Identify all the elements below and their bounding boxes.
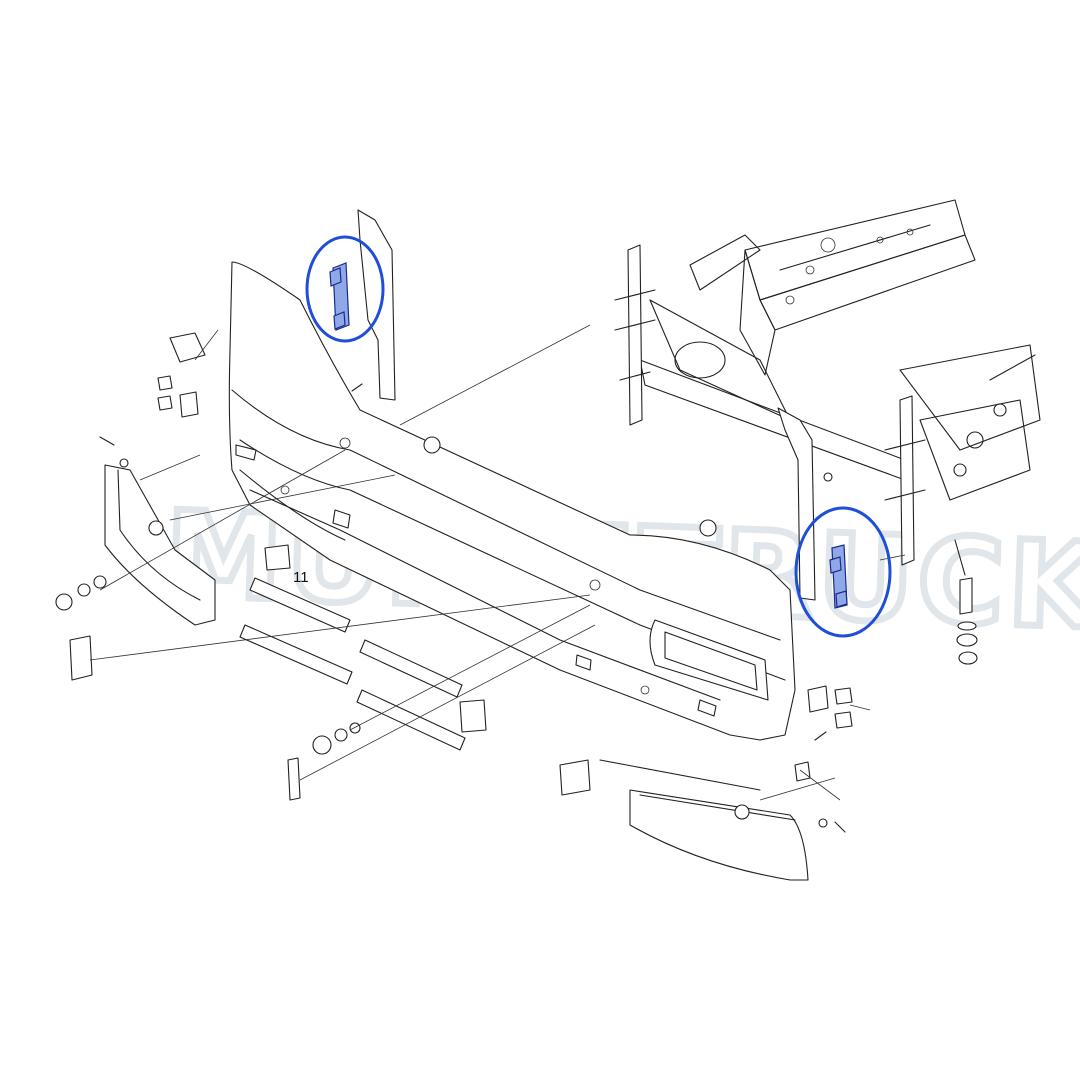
step-plate-2	[239, 624, 353, 685]
assembly-leader-lines	[89, 324, 906, 801]
mounting-bracket-right	[884, 395, 926, 566]
cover-cap-lower-mid	[287, 699, 591, 801]
chassis-frame	[639, 199, 1041, 501]
bumper-main-body	[228, 261, 796, 791]
step-plate-3	[359, 639, 463, 698]
cover-cap-lower-left	[69, 635, 93, 681]
clip-pad-left	[264, 544, 291, 571]
cover-cap-upper-left	[157, 332, 206, 418]
highlight-circle-upper	[305, 235, 385, 343]
fasteners	[55, 383, 978, 833]
corner-cover-right	[629, 789, 809, 881]
bumper-end-bracket-right	[777, 407, 816, 601]
step-plate-1	[249, 577, 351, 633]
bumper-end-bracket-left	[357, 209, 396, 401]
cover-cap-right	[794, 685, 853, 782]
mounting-bracket-left	[614, 244, 656, 426]
step-plate-4	[356, 689, 466, 751]
highlighted-bracket-upper	[305, 235, 385, 343]
corner-cover-left	[104, 464, 216, 626]
highlighted-bracket-lower	[794, 506, 892, 638]
highlight-circle-lower	[794, 506, 892, 638]
callout-label: 11	[293, 569, 309, 586]
